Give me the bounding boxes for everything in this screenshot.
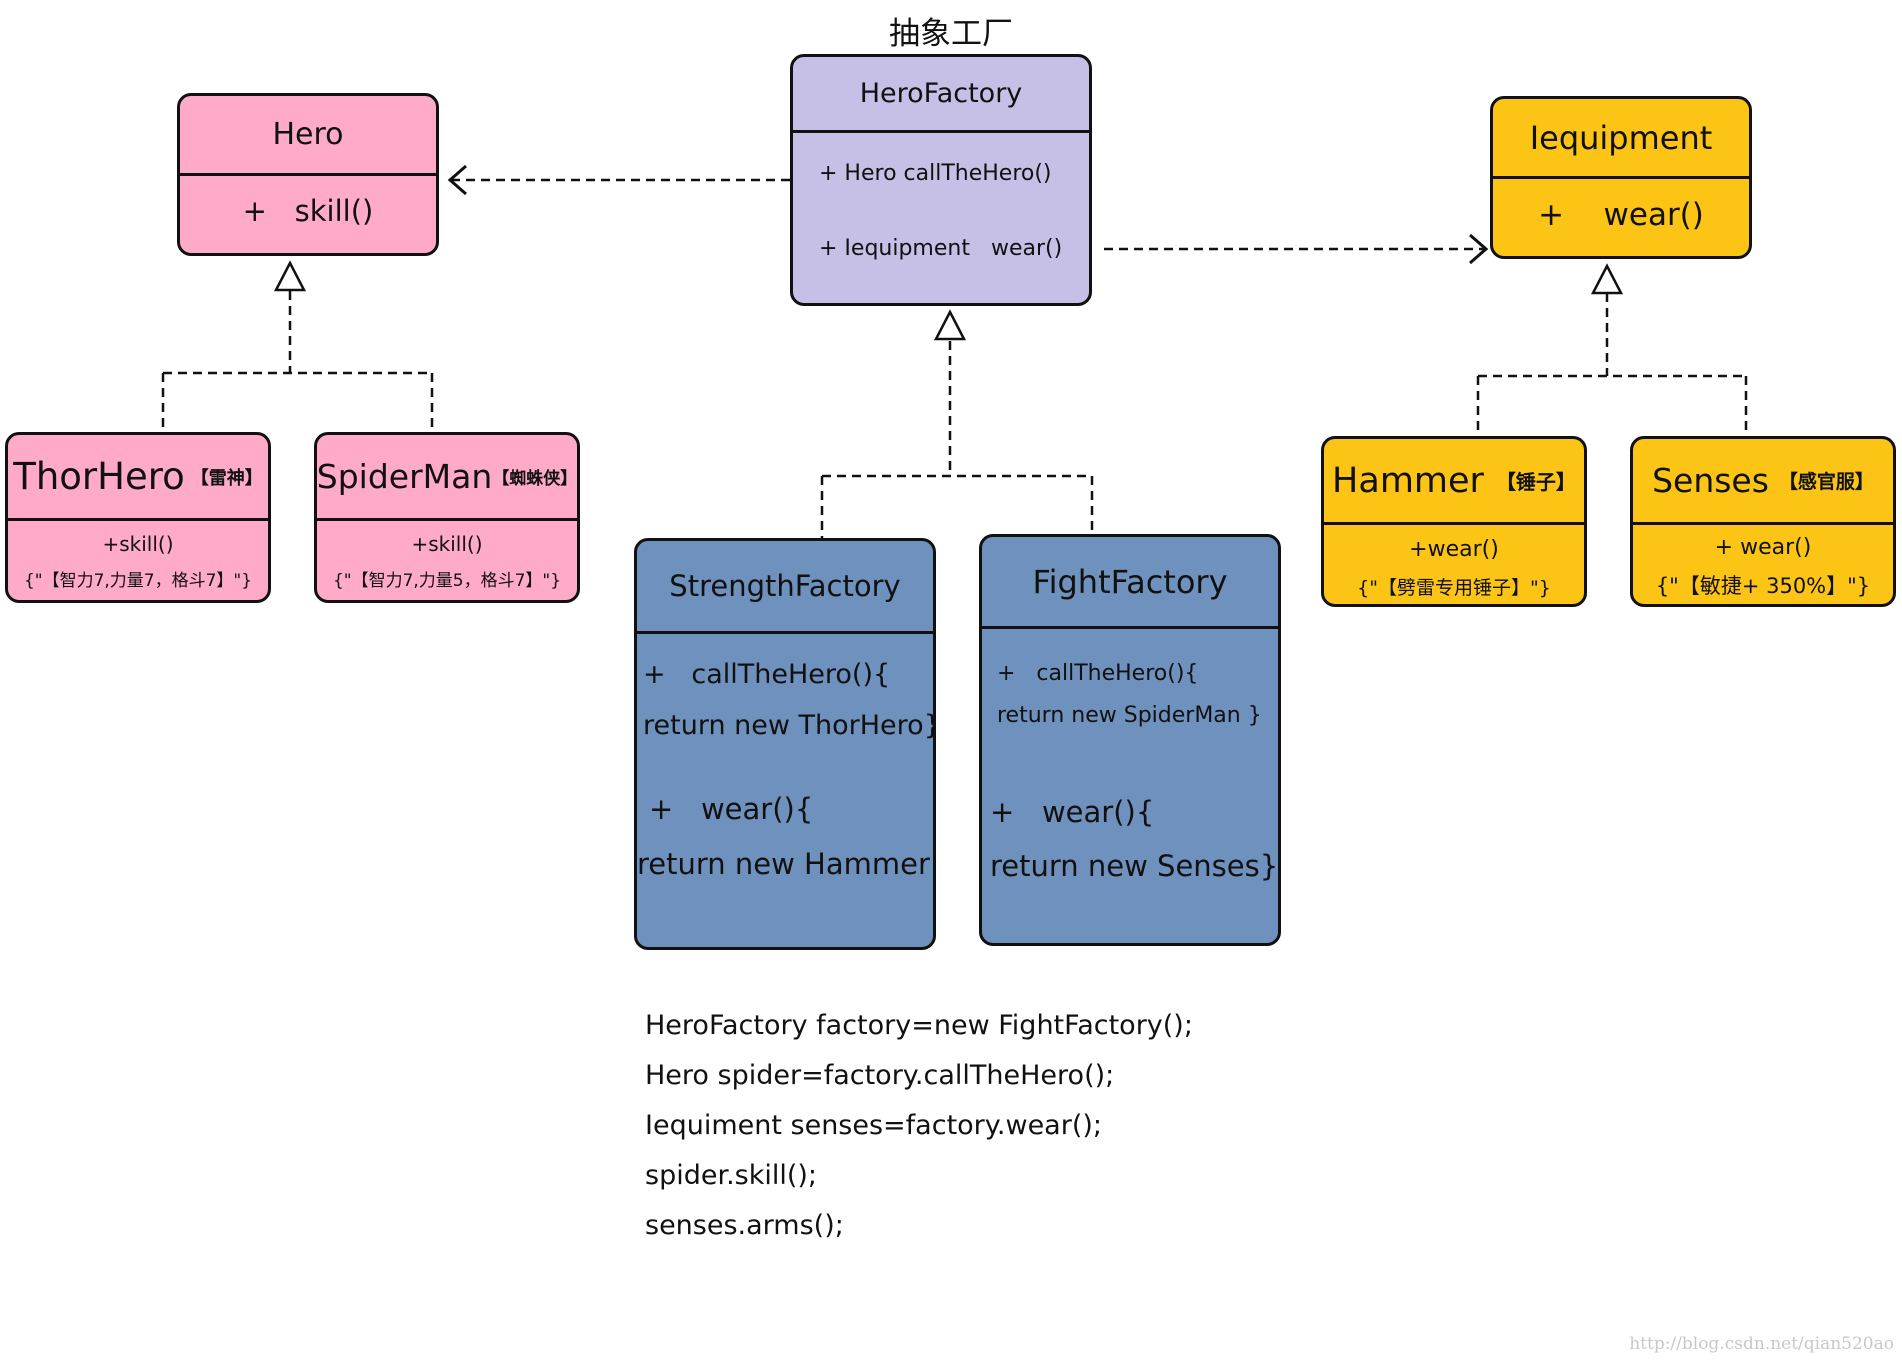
class-fightfactory-header: FightFactory xyxy=(982,537,1278,629)
class-strengthfactory-name: StrengthFactory xyxy=(669,569,901,603)
class-herofactory-method-callthehero: + Hero callTheHero() xyxy=(819,161,1052,186)
class-hero: Hero + skill() xyxy=(177,93,439,256)
strengthfactory-wear-return: return new Hammer} xyxy=(637,847,936,881)
class-spiderman-header: SpiderMan 【蜘蛛侠】 xyxy=(317,435,577,521)
class-senses-name: Senses xyxy=(1652,461,1769,500)
inherit-triangle-herofactory xyxy=(933,309,967,341)
inherit-triangle-iequipment xyxy=(1590,263,1624,295)
class-spiderman-method: +skill() xyxy=(411,532,483,556)
class-thorhero-detail: {"【智力7,力量7，格斗7】"} xyxy=(23,571,253,591)
class-senses-header: Senses 【感官服】 xyxy=(1633,439,1893,525)
class-senses: Senses 【感官服】 + wear() {"【敏捷+ 350%】"} xyxy=(1630,436,1896,607)
class-iequipment: Iequipment + wear() xyxy=(1490,96,1752,259)
class-strengthfactory: StrengthFactory + callTheHero(){ return … xyxy=(634,538,936,950)
watermark-url: http://blog.csdn.net/qian520ao xyxy=(1629,1334,1894,1354)
class-senses-detail: {"【敏捷+ 350%】"} xyxy=(1655,574,1871,598)
class-spiderman-detail: {"【智力7,力量5，格斗7】"} xyxy=(332,571,562,591)
class-fightfactory: FightFactory + callTheHero(){ return new… xyxy=(979,534,1281,946)
class-iequipment-method: + wear() xyxy=(1538,197,1704,233)
class-strengthfactory-header: StrengthFactory xyxy=(637,541,933,634)
class-iequipment-header: Iequipment xyxy=(1493,99,1749,179)
class-thorhero-header: ThorHero 【雷神】 xyxy=(8,435,268,521)
fightfactory-callthehero-return: return new SpiderMan } xyxy=(997,703,1262,728)
code-line-arms: senses.arms(); xyxy=(645,1210,844,1241)
class-thorhero-tag: 【雷神】 xyxy=(190,467,263,489)
class-hammer-detail: {"【劈雷专用锤子】"} xyxy=(1357,577,1551,599)
class-hero-method: + skill() xyxy=(242,194,374,228)
class-spiderman: SpiderMan 【蜘蛛侠】 +skill() {"【智力7,力量5，格斗7】… xyxy=(314,432,580,603)
class-thorhero-method: +skill() xyxy=(102,532,174,556)
class-hammer: Hammer 【锤子】 +wear() {"【劈雷专用锤子】"} xyxy=(1321,436,1587,607)
class-herofactory-header: HeroFactory xyxy=(793,57,1089,133)
fightfactory-callthehero-signature: + callTheHero(){ xyxy=(997,661,1199,686)
strengthfactory-callthehero-return: return new ThorHero} xyxy=(643,710,936,741)
code-line-skill: spider.skill(); xyxy=(645,1160,818,1191)
open-arrowhead-hero xyxy=(447,164,467,196)
class-herofactory-name: HeroFactory xyxy=(859,78,1023,109)
strengthfactory-callthehero-signature: + callTheHero(){ xyxy=(643,659,891,690)
code-line-spider: Hero spider=factory.callTheHero(); xyxy=(645,1060,1115,1091)
class-thorhero-name: ThorHero xyxy=(13,455,185,498)
class-herofactory: HeroFactory + Hero callTheHero() + Iequi… xyxy=(790,54,1092,306)
class-iequipment-name: Iequipment xyxy=(1529,118,1713,157)
code-line-senses: Iequiment senses=factory.wear(); xyxy=(645,1110,1102,1141)
class-hammer-method: +wear() xyxy=(1409,537,1499,562)
class-thorhero: ThorHero 【雷神】 +skill() {"【智力7,力量7，格斗7】"} xyxy=(5,432,271,603)
inherit-triangle-hero xyxy=(273,260,307,292)
class-fightfactory-name: FightFactory xyxy=(1032,562,1228,601)
class-hero-header: Hero xyxy=(180,96,436,176)
class-spiderman-name: SpiderMan xyxy=(316,457,493,496)
class-hero-name: Hero xyxy=(272,117,344,152)
class-spiderman-tag: 【蜘蛛侠】 xyxy=(492,469,578,489)
open-arrowhead-iequipment xyxy=(1469,233,1489,265)
fightfactory-wear-signature: + wear(){ xyxy=(990,795,1155,829)
class-hammer-tag: 【锤子】 xyxy=(1495,470,1576,494)
class-hammer-name: Hammer xyxy=(1332,460,1484,501)
strengthfactory-wear-signature: + wear(){ xyxy=(649,792,814,826)
fightfactory-wear-return: return new Senses} xyxy=(990,849,1279,883)
class-senses-method: + wear() xyxy=(1714,535,1812,560)
class-senses-tag: 【感官服】 xyxy=(1778,471,1874,493)
diagram-title: 抽象工厂 xyxy=(889,16,1013,52)
class-hammer-header: Hammer 【锤子】 xyxy=(1324,439,1584,525)
code-line-factory: HeroFactory factory=new FightFactory(); xyxy=(645,1010,1193,1041)
class-herofactory-method-wear: + Iequipment wear() xyxy=(819,236,1063,261)
